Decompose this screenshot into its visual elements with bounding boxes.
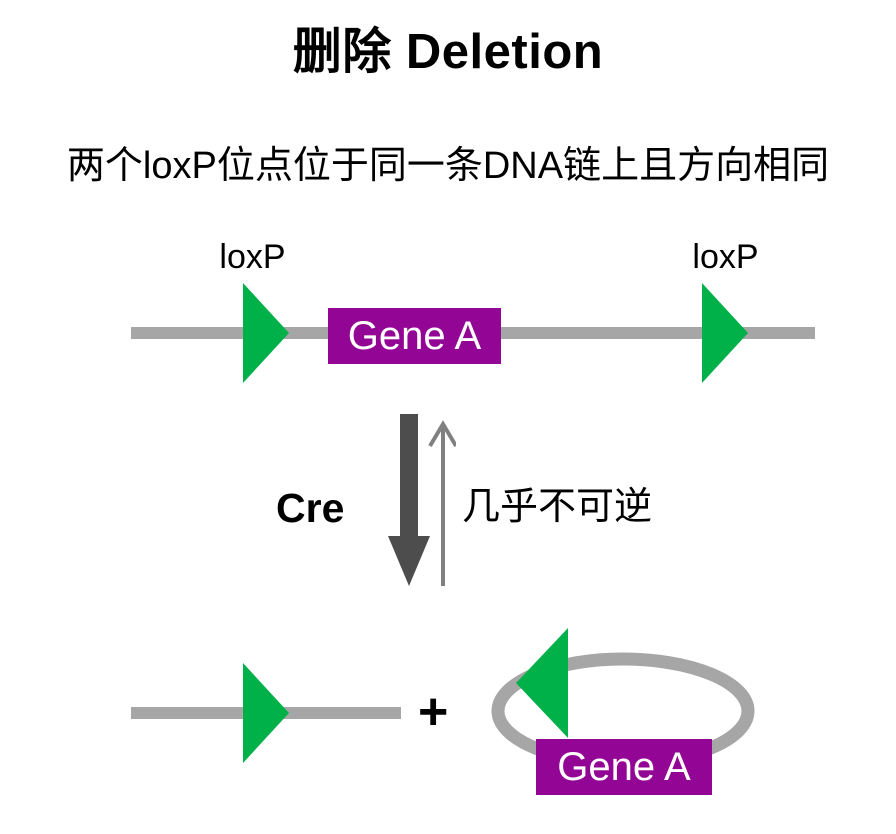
gene-a-box-top: Gene A: [328, 308, 501, 364]
loxp-site-remaining-icon: [243, 663, 289, 763]
cre-enzyme-label: Cre: [276, 485, 345, 531]
loxp-label-left: loxP: [219, 238, 286, 276]
reversibility-label: 几乎不可逆: [462, 486, 653, 528]
loxp-label-right: loxP: [692, 238, 759, 276]
loxp-site-circle-icon: [516, 628, 568, 738]
forward-arrow-icon: [388, 414, 430, 586]
reverse-arrow-icon: [428, 420, 456, 586]
plus-operator: +: [418, 683, 449, 741]
loxp-site-right-icon: [702, 283, 748, 383]
gene-a-box-circle: Gene A: [536, 739, 712, 795]
page-title: 删除 Deletion: [292, 25, 604, 79]
loxp-site-left-icon: [243, 283, 289, 383]
page-subtitle: 两个loxP位点位于同一条DNA链上且方向相同: [66, 145, 830, 187]
reaction-arrows-icon: [388, 414, 456, 586]
